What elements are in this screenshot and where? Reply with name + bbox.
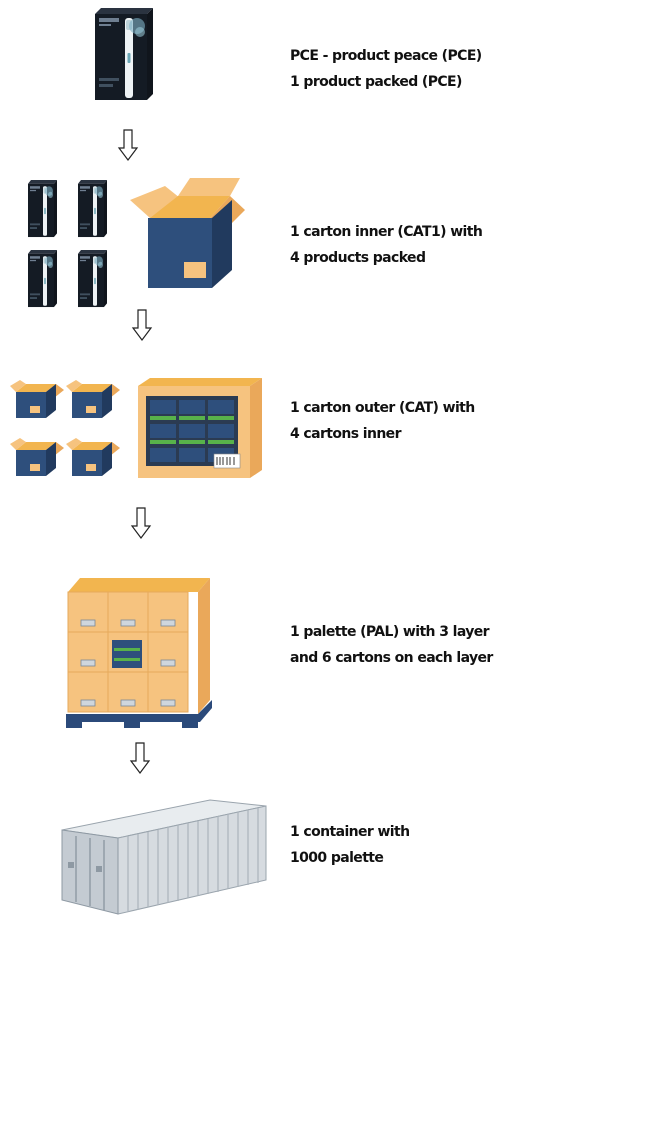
shipping-container-icon <box>61 799 267 915</box>
carton-outer-icon <box>138 378 262 478</box>
step-1-label: PCE - product peace (PCE) 1 product pack… <box>290 43 482 95</box>
small-cartons-four-icon <box>10 380 120 476</box>
step-2-line-2: 4 products packed <box>290 250 426 266</box>
carton-inner-icon <box>130 178 245 288</box>
step-5-line-2: 1000 palette <box>290 850 384 866</box>
step-3-label: 1 carton outer (CAT) with 4 cartons inne… <box>290 395 475 447</box>
step-3-line-1: 1 carton outer (CAT) with <box>290 400 475 416</box>
down-arrow-icon <box>132 309 152 341</box>
toothbrush-box-icon <box>95 8 153 100</box>
down-arrow-icon <box>131 507 151 539</box>
step-4-line-1: 1 palette (PAL) with 3 layer <box>290 624 490 640</box>
step-5-label: 1 container with 1000 palette <box>290 819 410 871</box>
down-arrow-icon <box>130 742 150 774</box>
step-3-line-2: 4 cartons inner <box>290 426 401 442</box>
step-2-line-1: 1 carton inner (CAT1) with <box>290 224 483 240</box>
step-5-line-1: 1 container with <box>290 824 410 840</box>
step-4-label: 1 palette (PAL) with 3 layer and 6 carto… <box>290 619 493 671</box>
step-4-line-2: and 6 cartons on each layer <box>290 650 493 666</box>
down-arrow-icon <box>118 129 138 161</box>
pallet-icon <box>66 578 212 728</box>
step-1-line-1: PCE - product peace (PCE) <box>290 48 482 64</box>
step-1-line-2: 1 product packed (PCE) <box>290 74 462 90</box>
step-2-label: 1 carton inner (CAT1) with 4 products pa… <box>290 219 483 271</box>
products-four-icon <box>28 180 107 308</box>
